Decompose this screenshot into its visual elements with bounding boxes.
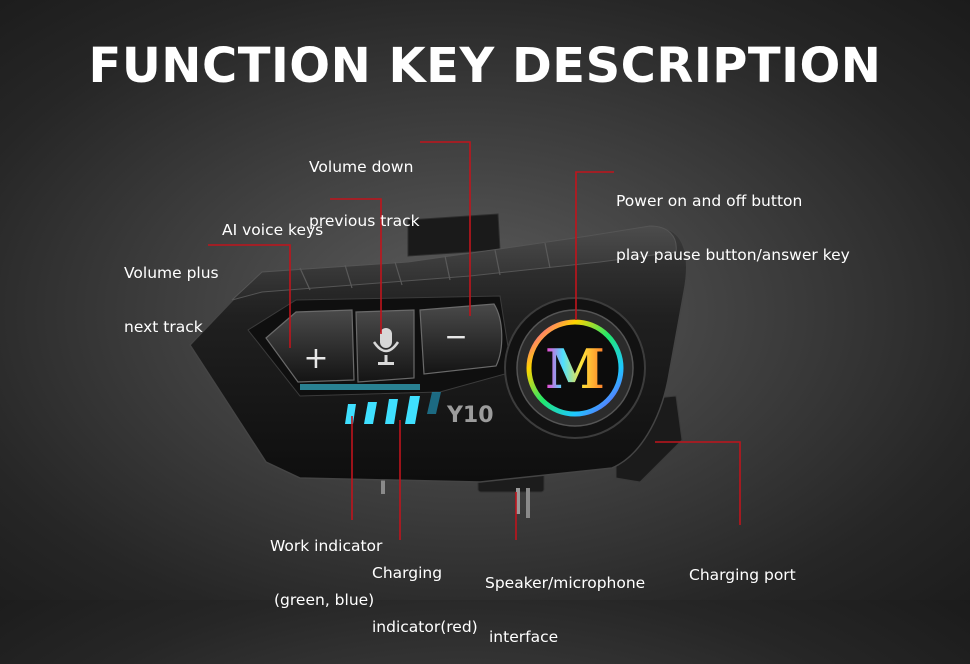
- label-ai-voice: AI voice keys: [222, 221, 324, 239]
- label-power: Power on and off button play pause butto…: [616, 192, 850, 264]
- label-volume-plus: Volume plus next track: [124, 264, 219, 336]
- minus-symbol: −: [444, 320, 467, 353]
- intercom-device-illustration: + − Y10 M: [189, 213, 688, 518]
- plus-symbol: +: [303, 341, 328, 376]
- logo-letter: M: [545, 337, 605, 401]
- mount-clip: [407, 213, 501, 257]
- indicator-bars: [345, 392, 441, 424]
- volume-minus-button: [419, 303, 503, 375]
- page-title: FUNCTION KEY DESCRIPTION: [88, 38, 882, 94]
- label-charging-indicator: Charging indicator(red): [372, 564, 478, 636]
- microphone-icon: [372, 328, 400, 365]
- label-charging-port: Charging port: [689, 566, 796, 584]
- label-work-indicator: Work indicator (green, blue): [270, 537, 383, 609]
- power-button: [526, 319, 624, 417]
- label-volume-down: Volume down previous track: [309, 158, 420, 230]
- model-label: Y10: [446, 403, 494, 428]
- label-speaker-mic: Speaker/microphone interface: [485, 574, 646, 646]
